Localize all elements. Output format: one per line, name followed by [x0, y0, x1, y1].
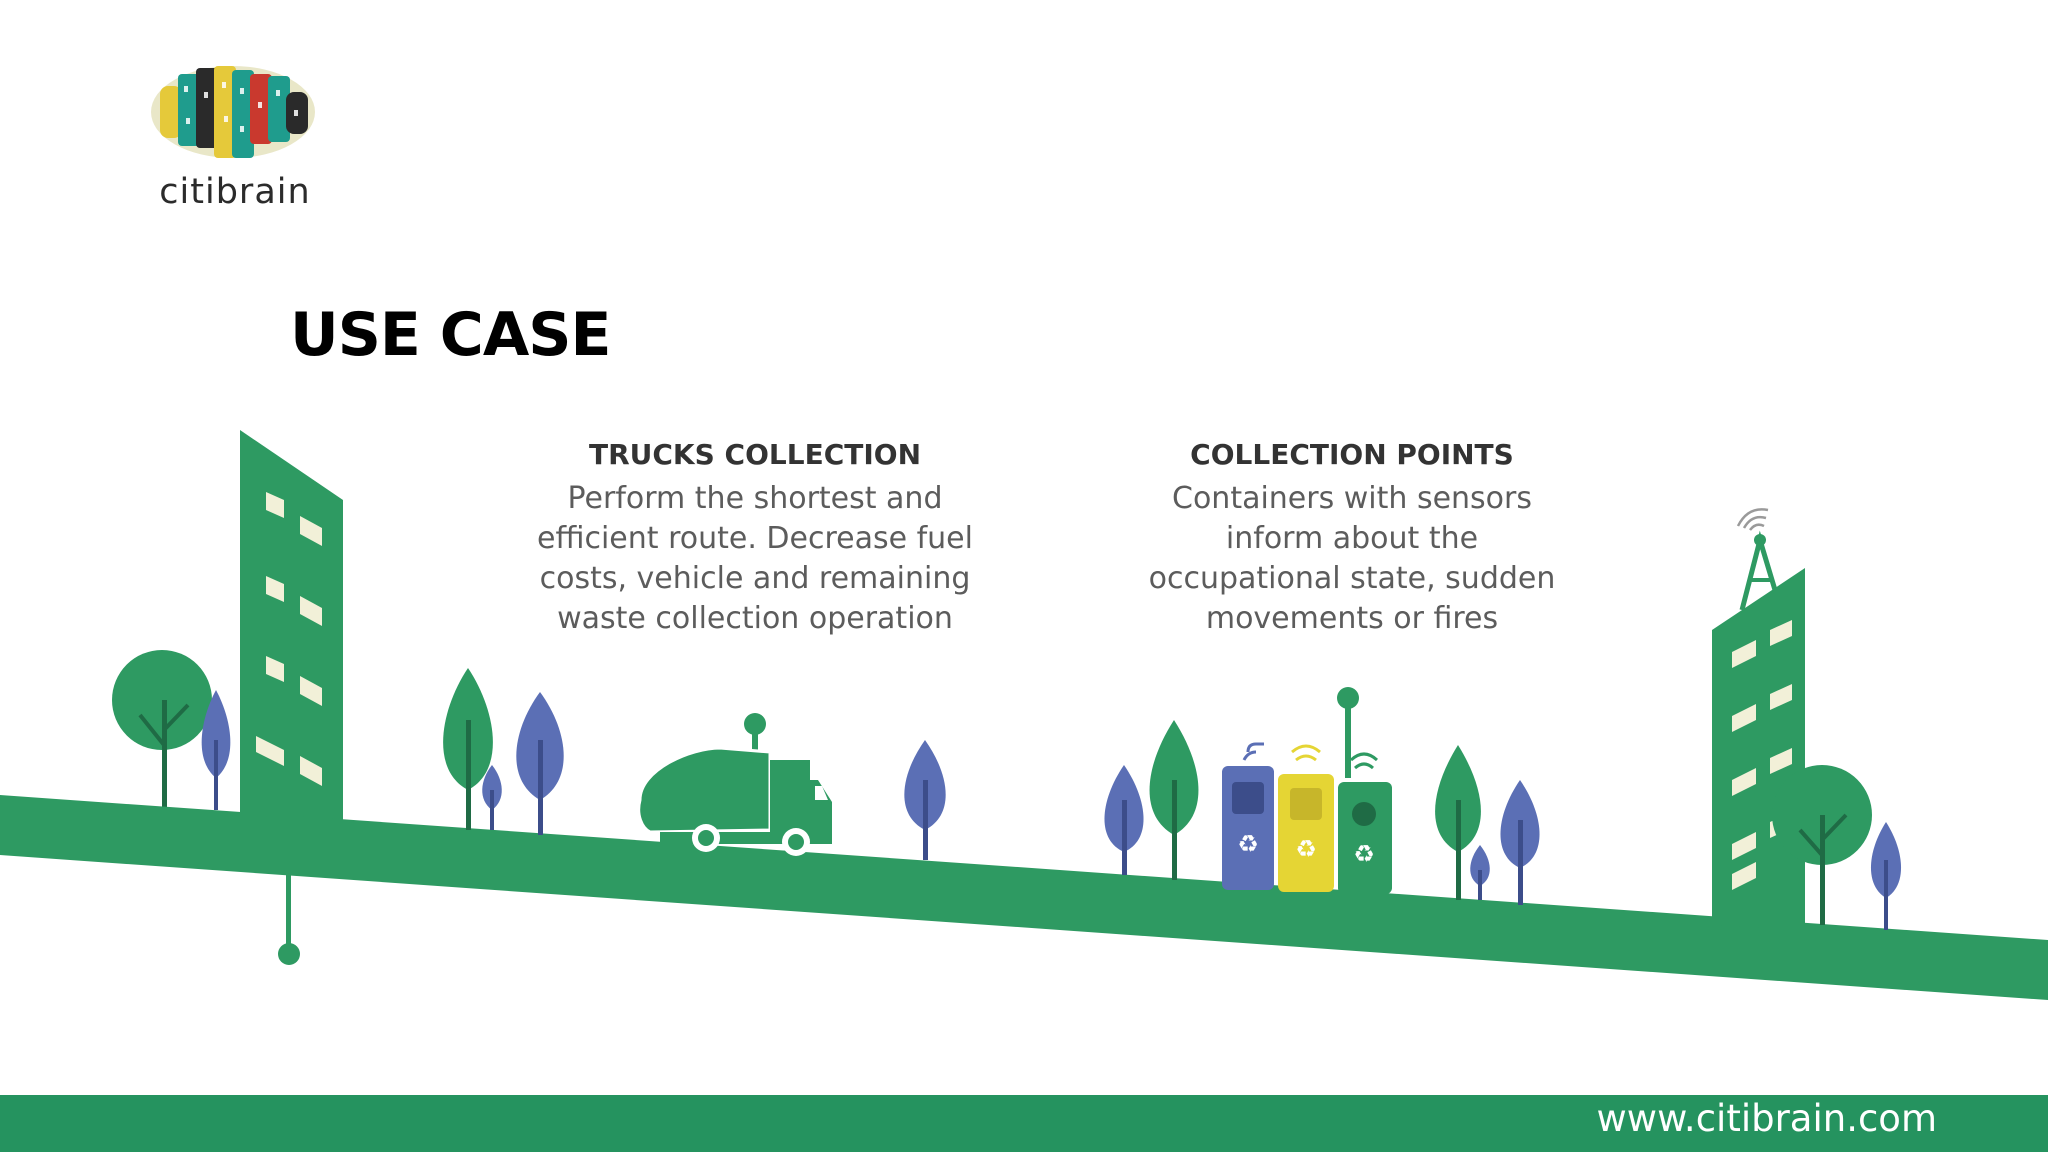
- collection-points-line-3: occupational state, sudden: [1148, 561, 1556, 596]
- footer-url: www.citibrain.com: [1596, 1097, 1937, 1140]
- trucks-collection-block: TRUCKS COLLECTION Perform the shortest a…: [495, 438, 1015, 639]
- svg-text:♻: ♻: [1237, 830, 1259, 858]
- tree-right-blue: [1500, 780, 1540, 905]
- right-building: [1712, 508, 1805, 930]
- left-building: [240, 430, 343, 820]
- footer-bar: www.citibrain.com: [0, 1095, 2048, 1152]
- collection-points-line-2: inform about the: [1225, 521, 1479, 556]
- tree-mid-green: [443, 668, 493, 830]
- trucks-collection-line-2: efficient route. Decrease fuel: [537, 521, 973, 556]
- page-title: USE CASE: [290, 300, 611, 370]
- ground-strip: [0, 795, 2048, 1000]
- smart-bins: ♻ ♻ ♻: [1222, 687, 1392, 894]
- citibrain-brain-logo-icon: [151, 66, 315, 158]
- tree-far-right-round: [1772, 765, 1872, 925]
- trucks-collection-line-1: Perform the shortest and: [567, 481, 943, 516]
- tree-left-blue: [201, 690, 231, 810]
- tree-collection-green: [1149, 720, 1199, 880]
- svg-text:♻: ♻: [1353, 840, 1375, 868]
- trucks-collection-heading: TRUCKS COLLECTION: [588, 438, 922, 471]
- collection-points-line-4: movements or fires: [1205, 601, 1499, 636]
- tree-mid-small-blue: [482, 765, 502, 830]
- citibrain-wordmark: citibrain: [159, 172, 311, 212]
- tree-right-green: [1435, 745, 1481, 900]
- svg-text:♻: ♻: [1295, 835, 1317, 863]
- collection-points-heading: COLLECTION POINTS: [1190, 438, 1514, 471]
- collection-points-line-1: Containers with sensors: [1172, 481, 1532, 516]
- tree-far-right-blue: [1870, 822, 1902, 930]
- tree-mid-blue: [516, 692, 564, 835]
- garbage-truck: [637, 713, 832, 856]
- ground-sensor-post: [278, 860, 300, 965]
- trucks-collection-line-3: costs, vehicle and remaining: [539, 561, 971, 596]
- collection-points-block: COLLECTION POINTS Containers with sensor…: [1092, 438, 1612, 639]
- tree-collection-blue: [1104, 765, 1144, 875]
- tree-after-truck-blue: [904, 740, 946, 860]
- trucks-collection-line-4: waste collection operation: [557, 601, 953, 636]
- tree-right-small-blue: [1470, 845, 1490, 900]
- tree-left-round: [112, 650, 212, 810]
